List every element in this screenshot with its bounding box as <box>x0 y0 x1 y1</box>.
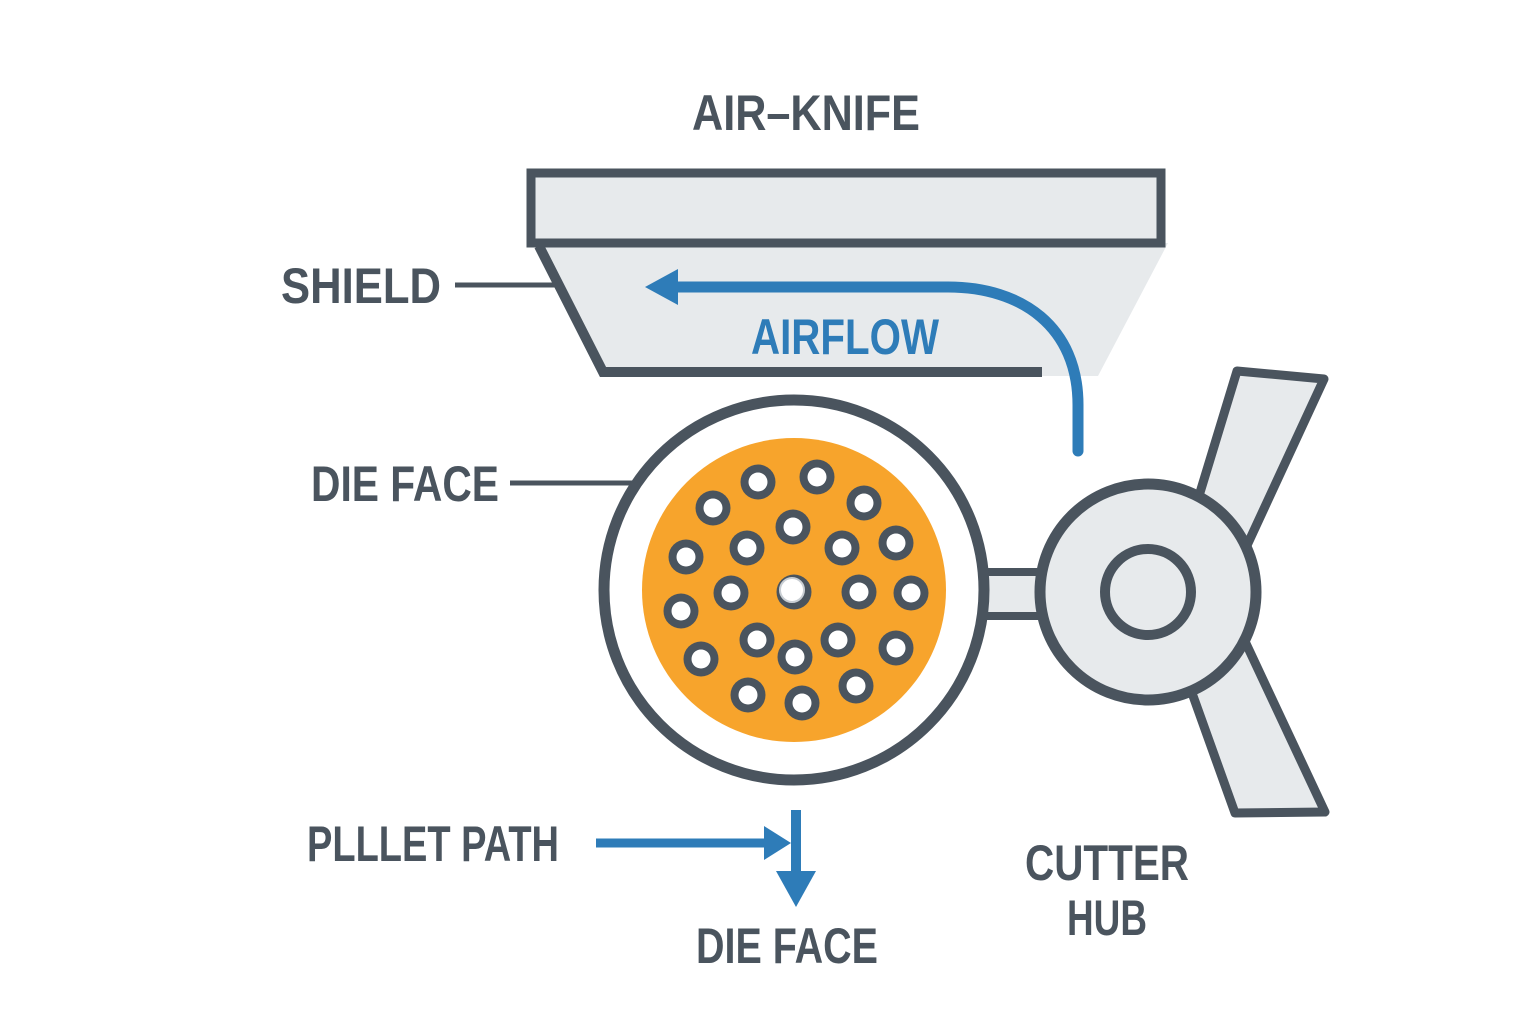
cutter-hub-label-line2: HUB <box>1067 890 1147 946</box>
shield-panel <box>533 243 1168 376</box>
airflow-label: AIRFLOW <box>751 309 940 365</box>
die-hole <box>775 509 811 545</box>
pellet-path-arrowhead-horizontal <box>764 826 791 860</box>
cutter-hub-bore <box>1100 544 1196 640</box>
die-hole <box>695 490 731 526</box>
die-hole <box>668 539 704 575</box>
pellet-path-arrows <box>596 810 816 907</box>
shield-panel-outline <box>534 243 1042 377</box>
shield-label: SHIELD <box>281 258 441 314</box>
pellet-path-label: PLLLET PATH <box>307 816 559 872</box>
airflow-arrow <box>645 269 1084 457</box>
die-face-label-bottom: DIE FACE <box>696 918 878 974</box>
air-knife-label: AIR–KNIFE <box>692 85 920 141</box>
airflow-arrowhead <box>645 269 678 305</box>
die-hole <box>777 639 813 675</box>
die-hole <box>663 593 699 629</box>
airflow-curve <box>666 281 1084 457</box>
die-hole <box>820 622 856 658</box>
die-hole <box>729 530 765 566</box>
die-hole <box>878 630 914 666</box>
die-face-assembly <box>598 394 990 786</box>
die-hole <box>893 575 929 611</box>
die-hole <box>799 459 835 495</box>
die-center-hole <box>776 574 812 610</box>
die-hole <box>784 685 820 721</box>
cutter-hub-label-line1: CUTTER <box>1025 835 1189 891</box>
pellet-path-arrowhead-vertical <box>776 871 816 907</box>
die-hole <box>824 530 860 566</box>
air-knife-shield <box>526 168 1168 377</box>
die-hole <box>713 575 749 611</box>
die-face-label-left: DIE FACE <box>311 456 499 512</box>
die-hole <box>739 622 775 658</box>
air-knife-body <box>526 168 1166 248</box>
die-hole <box>878 525 914 561</box>
die-holes <box>663 459 929 721</box>
die-hole <box>846 485 882 521</box>
die-hole <box>838 668 874 704</box>
die-hole <box>740 464 776 500</box>
die-hole <box>841 574 877 610</box>
die-hole <box>683 641 719 677</box>
die-hole <box>730 677 766 713</box>
cutter-assembly <box>976 366 1330 818</box>
